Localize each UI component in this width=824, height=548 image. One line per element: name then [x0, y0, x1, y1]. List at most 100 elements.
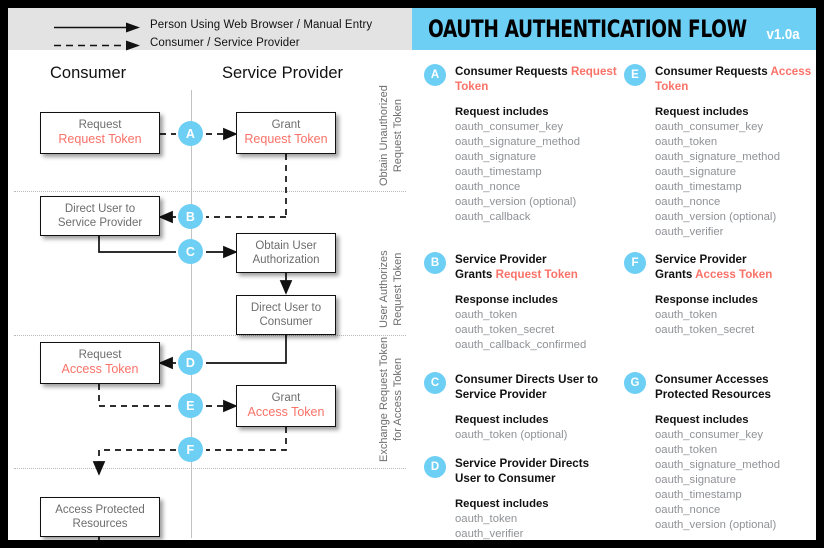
oauth-parameter: oauth_signature: [455, 150, 537, 163]
title-bar: OAUTH AUTHENTICATION FLOW v1.0a: [412, 8, 816, 50]
legend: Person Using Web Browser / Manual Entry …: [8, 8, 412, 51]
oauth-parameter: oauth_timestamp: [655, 180, 742, 193]
box-line-1: Request: [78, 119, 122, 132]
box-direct-user-to-consumer[interactable]: Direct User to Consumer: [236, 295, 336, 335]
oauth-parameter: oauth_nonce: [455, 180, 521, 193]
section-body: Response includes oauth_token oauth_token_…: [455, 294, 620, 353]
flow-badge-a[interactable]: A: [178, 121, 203, 146]
box-obtain-user-authorization[interactable]: Obtain User Authorization: [236, 233, 336, 273]
box-line-1: Obtain User: [255, 239, 317, 252]
phase-divider-1: [14, 191, 406, 192]
box-line-1: Direct User to: [250, 301, 322, 314]
phase-divider-2: [14, 335, 406, 336]
section-body-heading: Response includes: [655, 293, 758, 306]
box-access-protected-resources[interactable]: Access Protected Resources: [40, 497, 160, 537]
legend-label-solid: Person Using Web Browser / Manual Entry: [150, 19, 373, 31]
oauth-parameter: oauth_token: [655, 443, 718, 456]
box-line-2: Access Token: [247, 405, 325, 420]
flow-badge-e[interactable]: E: [178, 393, 203, 418]
box-line-1: Grant: [271, 392, 301, 405]
oauth-parameter: oauth_token: [655, 135, 718, 148]
phase-divider-3: [14, 468, 406, 469]
oauth-parameter: oauth_token: [655, 308, 718, 321]
section-badge-f[interactable]: F: [624, 252, 646, 274]
center-spine: [191, 90, 192, 538]
section-title-token: Request Token: [495, 268, 578, 282]
oauth-parameter: oauth_consumer_key: [655, 428, 764, 441]
box-line-2: Request Token: [58, 132, 142, 147]
box-grant-request-token[interactable]: Grant Request Token: [236, 112, 336, 154]
oauth-parameter: oauth_token (optional): [455, 428, 568, 441]
section-badge-e[interactable]: E: [624, 64, 646, 86]
section-body-heading: Request includes: [655, 105, 749, 118]
section-badge-g[interactable]: G: [624, 372, 646, 394]
box-request-access-token[interactable]: Request Access Token: [40, 342, 160, 384]
oauth-parameter: oauth_verifier: [455, 527, 524, 540]
flow-badge-b[interactable]: B: [178, 204, 203, 229]
oauth-parameter: oauth_version (optional): [655, 210, 777, 223]
section-badge-c[interactable]: C: [424, 372, 446, 394]
section-badge-d[interactable]: D: [424, 456, 446, 478]
flow-connectors: [92, 127, 293, 540]
solid-arrow-icon: [54, 22, 140, 33]
box-direct-user-to-service-provider[interactable]: Direct User to Service Provider: [40, 196, 160, 236]
oauth-parameter: oauth_consumer_key: [455, 120, 564, 133]
dashed-arrow-icon: [54, 40, 140, 51]
oauth-parameter: oauth_timestamp: [455, 165, 542, 178]
section-body-heading: Request includes: [455, 413, 549, 426]
section-body-heading: Request includes: [455, 105, 549, 118]
oauth-parameter: oauth_timestamp: [655, 488, 742, 501]
section-body-heading: Request includes: [655, 413, 749, 426]
section-body-heading: Request includes: [455, 497, 549, 510]
box-line-1: Request: [78, 349, 122, 362]
section-badge-b[interactable]: B: [424, 252, 446, 274]
box-line-2: Request Token: [244, 132, 328, 147]
section-title-token: Request Token: [455, 65, 617, 94]
section-title-token: Access Token: [695, 268, 773, 282]
legend-label-dashed: Consumer / Service Provider: [150, 37, 300, 49]
box-line-1: Access Protected: [55, 503, 145, 516]
box-grant-access-token[interactable]: Grant Access Token: [236, 385, 336, 427]
oauth-parameter: oauth_signature_method: [455, 135, 580, 148]
flow-badge-f[interactable]: F: [178, 437, 203, 462]
oauth-parameter: oauth_signature_method: [655, 150, 780, 163]
oauth-parameter: oauth_nonce: [655, 195, 721, 208]
version-label: v1.0a: [766, 26, 800, 43]
oauth-parameter: oauth_token_secret: [455, 323, 555, 336]
poster-canvas: Person Using Web Browser / Manual Entry …: [8, 8, 816, 540]
oauth-parameter: oauth_callback_confirmed: [455, 338, 587, 351]
flow-badge-c[interactable]: C: [178, 239, 203, 264]
oauth-parameter: oauth_token: [455, 308, 518, 321]
section-body-heading: Response includes: [455, 293, 558, 306]
section-body: Request includes oauth_consumer_key oauth_…: [655, 414, 816, 533]
oauth-parameter: oauth_nonce: [655, 503, 721, 516]
flow-diagram: Consumer Service Provider: [8, 50, 412, 540]
oauth-parameter: oauth_signature: [655, 165, 737, 178]
box-line-2: Service Provider: [57, 217, 143, 229]
box-request-request-token[interactable]: Request Request Token: [40, 112, 160, 154]
oauth-parameter: oauth_signature: [655, 473, 737, 486]
oauth-parameter: oauth_consumer_key: [655, 120, 764, 133]
section-badge-a[interactable]: A: [424, 64, 446, 86]
flow-badge-d[interactable]: D: [178, 350, 203, 375]
oauth-parameter: oauth_version (optional): [455, 195, 577, 208]
box-line-1: Direct User to: [64, 202, 136, 215]
section-body: Request includes oauth_token (optional): [455, 414, 620, 443]
oauth-parameter: oauth_callback: [455, 210, 531, 223]
